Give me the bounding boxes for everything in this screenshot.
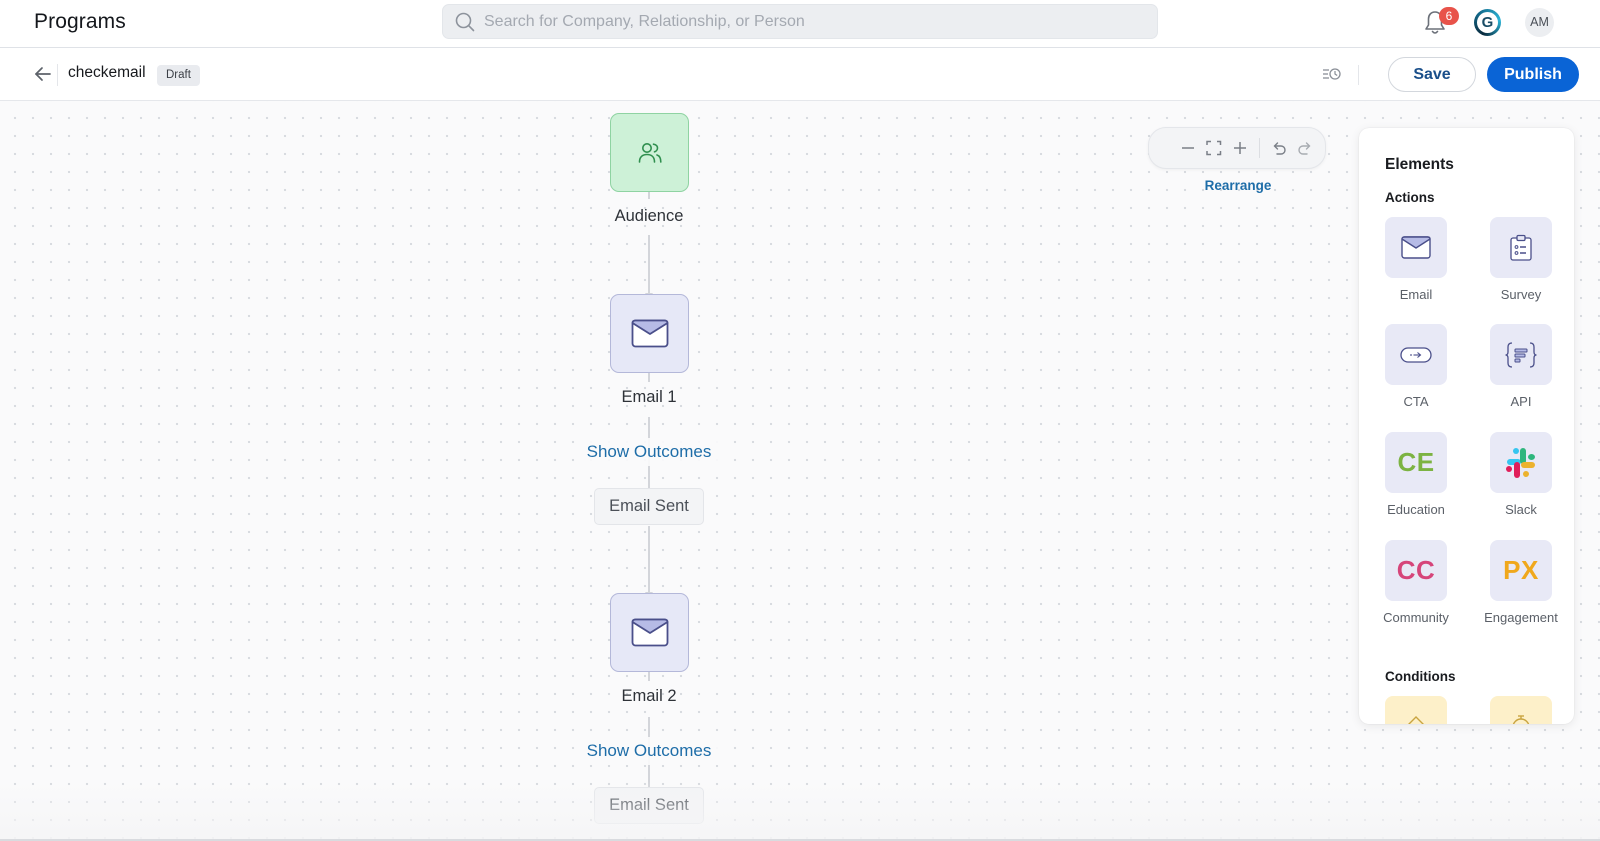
element-tile-api[interactable] bbox=[1490, 324, 1552, 385]
publish-button[interactable]: Publish bbox=[1487, 57, 1579, 92]
element-label: Slack bbox=[1505, 502, 1537, 517]
element-label: Email bbox=[1399, 287, 1433, 302]
divider bbox=[1259, 138, 1260, 158]
search-input[interactable] bbox=[484, 6, 1124, 37]
undo-button[interactable] bbox=[1266, 135, 1292, 161]
global-search[interactable] bbox=[442, 4, 1158, 39]
elements-panel: Elements Actions Email Survey bbox=[1359, 128, 1574, 724]
canvas-fade bbox=[0, 781, 1600, 841]
program-name: checkemail bbox=[68, 64, 146, 81]
email-node[interactable] bbox=[610, 294, 689, 373]
envelope-icon bbox=[631, 618, 668, 647]
program-header: checkemail Draft Save Publish bbox=[0, 48, 1600, 101]
flow-canvas[interactable]: Audience Email 1 Show Outcomes Email Sen… bbox=[0, 101, 1600, 841]
element-label: Engagement bbox=[1484, 610, 1558, 625]
actions-section-title: Actions bbox=[1385, 190, 1435, 205]
education-logo-icon: CE bbox=[1397, 447, 1435, 477]
notification-count-badge: 6 bbox=[1439, 7, 1459, 25]
element-tile-wait[interactable] bbox=[1490, 696, 1552, 724]
element-label: Education bbox=[1387, 502, 1445, 517]
app-title: Programs bbox=[34, 10, 126, 33]
divider bbox=[57, 64, 58, 86]
redo-icon bbox=[1298, 142, 1311, 155]
users-icon bbox=[638, 142, 662, 163]
search-icon bbox=[455, 12, 475, 31]
clipboard-list-icon bbox=[1510, 234, 1532, 261]
rearrange-link[interactable]: Rearrange bbox=[1204, 178, 1272, 193]
element-tile-slack[interactable] bbox=[1490, 432, 1552, 493]
undo-icon bbox=[1273, 142, 1286, 155]
redo-button[interactable] bbox=[1292, 135, 1318, 161]
slack-logo-icon bbox=[1504, 446, 1538, 480]
email-node-label: Email 2 bbox=[621, 687, 677, 705]
connector bbox=[648, 669, 650, 681]
element-tile-condition[interactable] bbox=[1385, 696, 1447, 724]
outcome-chip[interactable]: Email Sent bbox=[594, 787, 704, 824]
divider bbox=[0, 839, 1600, 841]
version-history-icon[interactable] bbox=[1322, 66, 1342, 82]
element-label: Survey bbox=[1500, 287, 1542, 302]
arrow-left-icon[interactable] bbox=[32, 63, 54, 85]
fit-to-screen-button[interactable] bbox=[1201, 135, 1227, 161]
show-outcomes-link[interactable]: Show Outcomes bbox=[579, 438, 719, 466]
outcome-chip[interactable]: Email Sent bbox=[594, 488, 704, 525]
element-tile-engagement[interactable]: PX bbox=[1490, 540, 1552, 601]
status-badge: Draft bbox=[157, 65, 200, 86]
audience-node[interactable] bbox=[610, 113, 689, 192]
connector bbox=[648, 526, 650, 596]
community-logo-icon: CC bbox=[1396, 555, 1436, 585]
minus-icon bbox=[1182, 147, 1194, 149]
engagement-logo-icon: PX bbox=[1503, 555, 1539, 585]
element-label: API bbox=[1510, 394, 1532, 409]
fit-to-screen-icon bbox=[1206, 140, 1222, 156]
zoom-in-button[interactable] bbox=[1227, 135, 1253, 161]
save-button[interactable]: Save bbox=[1388, 57, 1476, 92]
email-node-label: Email 1 bbox=[621, 388, 677, 406]
cta-button-icon bbox=[1400, 346, 1432, 363]
element-label: CTA bbox=[1403, 394, 1429, 409]
element-tile-survey[interactable] bbox=[1490, 217, 1552, 278]
brand-logo-letter: G bbox=[1477, 12, 1498, 33]
element-tile-email[interactable] bbox=[1385, 217, 1447, 278]
element-tile-education[interactable]: CE bbox=[1385, 432, 1447, 493]
envelope-icon bbox=[1401, 236, 1431, 259]
conditions-section-title: Conditions bbox=[1385, 669, 1456, 684]
panel-title: Elements bbox=[1385, 156, 1454, 173]
connector bbox=[648, 235, 650, 297]
show-outcomes-link[interactable]: Show Outcomes bbox=[579, 737, 719, 765]
condition-branch-icon bbox=[1408, 716, 1424, 724]
connector bbox=[648, 370, 650, 382]
audience-label: Audience bbox=[614, 207, 684, 225]
brand-logo[interactable]: G bbox=[1474, 9, 1501, 36]
zoom-out-button[interactable] bbox=[1175, 135, 1201, 161]
connector bbox=[648, 189, 650, 199]
divider bbox=[1358, 65, 1359, 85]
user-avatar[interactable]: AM bbox=[1525, 8, 1554, 37]
top-app-bar: Programs 6 G AM bbox=[0, 0, 1600, 48]
api-braces-icon bbox=[1505, 341, 1537, 368]
envelope-icon bbox=[631, 319, 668, 348]
wait-timer-icon bbox=[1512, 715, 1530, 724]
element-tile-community[interactable]: CC bbox=[1385, 540, 1447, 601]
element-label: Community bbox=[1383, 610, 1449, 625]
plus-icon bbox=[1234, 142, 1246, 154]
element-tile-cta[interactable] bbox=[1385, 324, 1447, 385]
email-node[interactable] bbox=[610, 593, 689, 672]
canvas-toolbar bbox=[1148, 127, 1326, 169]
